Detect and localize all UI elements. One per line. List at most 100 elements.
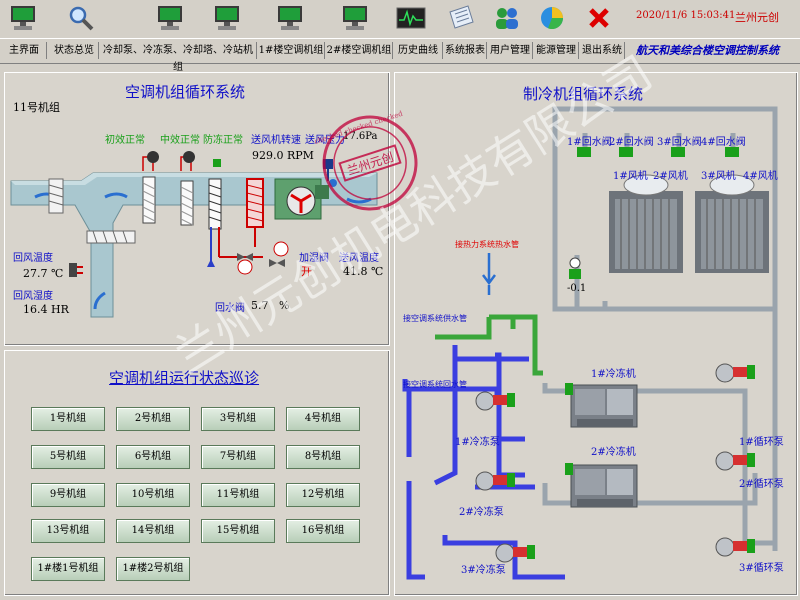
chilled-pump-2-label: 2#冷冻泵 bbox=[459, 507, 504, 518]
valve-4-label: 4#回水阀 bbox=[701, 137, 746, 148]
unit-6-button[interactable]: 6号机组 bbox=[116, 445, 190, 469]
cooling-coil-icon bbox=[246, 178, 264, 228]
monitor-icon[interactable] bbox=[155, 4, 185, 32]
circ-pump-1-label: 1#循环泵 bbox=[739, 437, 784, 448]
unit-14-button[interactable]: 14号机组 bbox=[116, 519, 190, 543]
valve-2-label: 2#回水阀 bbox=[609, 137, 654, 148]
unit-15-button[interactable]: 15号机组 bbox=[201, 519, 275, 543]
pump-icon bbox=[475, 471, 515, 491]
status-primary-filter: 初效正常 bbox=[105, 135, 145, 146]
filter-icon bbox=[180, 180, 194, 226]
fan-1-label: 1#风机 bbox=[613, 171, 648, 182]
report-icon[interactable] bbox=[446, 4, 476, 32]
pipe-heat-label: 接热力系统热水管 bbox=[455, 240, 519, 249]
menu-pumps-towers[interactable]: 冷却泵、冷冻泵、冷却塔、冷站机组 bbox=[100, 42, 257, 73]
chilled-pump-3-label: 3#冷冻泵 bbox=[461, 565, 506, 576]
menu-bldg1-ahu[interactable]: 1#楼空调机组 bbox=[258, 42, 325, 59]
toolbar: 2020/11/6 15:03:41 兰州元创 bbox=[0, 0, 800, 38]
menu-history[interactable]: 历史曲线 bbox=[394, 42, 443, 59]
fan-speed-value: 929.0 RPM bbox=[252, 149, 314, 162]
pressure-switch-icon bbox=[183, 151, 195, 163]
unit-name: 11号机组 bbox=[13, 101, 60, 114]
menu-energy[interactable]: 能源管理 bbox=[534, 42, 579, 59]
users-icon[interactable] bbox=[492, 4, 522, 32]
unit-12-button[interactable]: 12号机组 bbox=[286, 483, 360, 507]
close-icon[interactable] bbox=[584, 4, 614, 32]
menu-main[interactable]: 主界面 bbox=[2, 42, 47, 59]
return-humidity-readout: 16.4 HR bbox=[23, 303, 69, 316]
pump-icon bbox=[475, 391, 515, 411]
ahu-panel: 空调机组循环系统 11号机组 初效正常 中效正常 防冻正常 送风机转速 929.… bbox=[4, 72, 390, 346]
bldg1-unit-1-button[interactable]: 1#楼1号机组 bbox=[31, 557, 105, 581]
menu-exit[interactable]: 退出系统 bbox=[580, 42, 625, 59]
return-valve-value: 5.7 bbox=[251, 299, 269, 312]
chiller-2-label: 2#冷冻机 bbox=[591, 447, 636, 458]
pressure-switch-icon bbox=[147, 151, 159, 163]
return-valve-label: 回水阀 bbox=[215, 303, 245, 314]
return-temp-label: 回风温度 bbox=[13, 253, 53, 264]
chiller-title: 制冷机组循环系统 bbox=[523, 85, 644, 103]
unit-7-button[interactable]: 7号机组 bbox=[201, 445, 275, 469]
valve-icon bbox=[237, 253, 253, 275]
unit-3-button[interactable]: 3号机组 bbox=[201, 407, 275, 431]
status-medium-filter: 中效正常 bbox=[160, 135, 200, 146]
stamp-ring-text: checked checked checked bbox=[315, 110, 404, 146]
pressure-reading: -0.1 bbox=[567, 283, 587, 294]
unit-13-button[interactable]: 13号机组 bbox=[31, 519, 105, 543]
supply-pressure-value: 17.6Pa bbox=[343, 131, 378, 142]
ahu-diagram bbox=[10, 151, 378, 318]
supply-temp-readout: 41.8 ℃ bbox=[343, 265, 383, 278]
fan-speed-label: 送风机转速 bbox=[251, 135, 301, 146]
humidifier-valve-icon bbox=[269, 241, 289, 267]
speed-sensor-icon bbox=[323, 159, 333, 169]
menu-report[interactable]: 系统报表 bbox=[444, 42, 487, 59]
monitor-icon[interactable] bbox=[275, 4, 305, 32]
antifreeze-sensor-icon bbox=[213, 159, 221, 167]
unit-9-button[interactable]: 9号机组 bbox=[31, 483, 105, 507]
humidifier-state: 开 bbox=[301, 265, 312, 278]
bldg1-unit-2-button[interactable]: 1#楼2号机组 bbox=[116, 557, 190, 581]
pie-chart-icon[interactable] bbox=[538, 4, 568, 32]
pump-icon bbox=[495, 543, 535, 563]
heating-coil-icon bbox=[208, 178, 222, 230]
unit-8-button[interactable]: 8号机组 bbox=[286, 445, 360, 469]
diagnostics-panel: 空调机组运行状态巡诊 1号机组 2号机组 3号机组 4号机组 5号机组 6号机组… bbox=[4, 350, 390, 596]
fan-4-label: 4#风机 bbox=[743, 171, 778, 182]
supply-pressure-label: 送风压力 bbox=[305, 135, 345, 146]
system-title: 航天和美综合楼空调控制系统 bbox=[636, 44, 779, 57]
temp-sensor-icon bbox=[69, 263, 77, 277]
oscilloscope-icon[interactable] bbox=[396, 4, 426, 32]
menu-bar: 主界面 状态总览 冷却泵、冷冻泵、冷却塔、冷站机组 1#楼空调机组 2#楼空调机… bbox=[0, 38, 800, 73]
return-valve-unit: % bbox=[279, 299, 290, 312]
humidifier-label: 加湿阀 bbox=[299, 253, 329, 264]
unit-5-button[interactable]: 5号机组 bbox=[31, 445, 105, 469]
unit-1-button[interactable]: 1号机组 bbox=[31, 407, 105, 431]
monitor-icon[interactable] bbox=[340, 4, 370, 32]
menu-bldg2-ahu[interactable]: 2#楼空调机组 bbox=[326, 42, 393, 59]
chiller-unit-icon bbox=[565, 463, 638, 508]
brand-label: 兰州元创 bbox=[735, 11, 779, 24]
ahu-title: 空调机组循环系统 bbox=[125, 83, 246, 101]
supply-temp-label: 送风温度 bbox=[339, 253, 379, 264]
supply-temp-value: 41.8 bbox=[343, 265, 368, 278]
unit-11-button[interactable]: 11号机组 bbox=[201, 483, 275, 507]
unit-2-button[interactable]: 2号机组 bbox=[116, 407, 190, 431]
monitor-icon[interactable] bbox=[8, 4, 38, 32]
chiller-panel: 制冷机组循环系统 1#回水阀 2#回水阀 3#回水阀 4#回水阀 1#风机 2#… bbox=[394, 72, 798, 596]
pipe-supply-label: 接空调系统供水管 bbox=[403, 314, 467, 323]
search-icon[interactable] bbox=[66, 4, 96, 32]
unit-4-button[interactable]: 4号机组 bbox=[286, 407, 360, 431]
damper-icon bbox=[48, 178, 64, 214]
pump-icon bbox=[715, 451, 755, 471]
fan-icon bbox=[274, 178, 329, 220]
monitor-icon[interactable] bbox=[212, 4, 242, 32]
menu-users[interactable]: 用户管理 bbox=[488, 42, 533, 59]
unit-16-button[interactable]: 16号机组 bbox=[286, 519, 360, 543]
unit-10-button[interactable]: 10号机组 bbox=[116, 483, 190, 507]
pump-icon bbox=[715, 363, 755, 383]
supply-temp-unit: ℃ bbox=[371, 265, 384, 278]
return-humidity-label: 回风湿度 bbox=[13, 291, 53, 302]
chiller-diagram bbox=[402, 106, 778, 580]
menu-status-overview[interactable]: 状态总览 bbox=[50, 42, 99, 59]
return-temp-readout: 27.7 ℃ bbox=[23, 267, 63, 280]
